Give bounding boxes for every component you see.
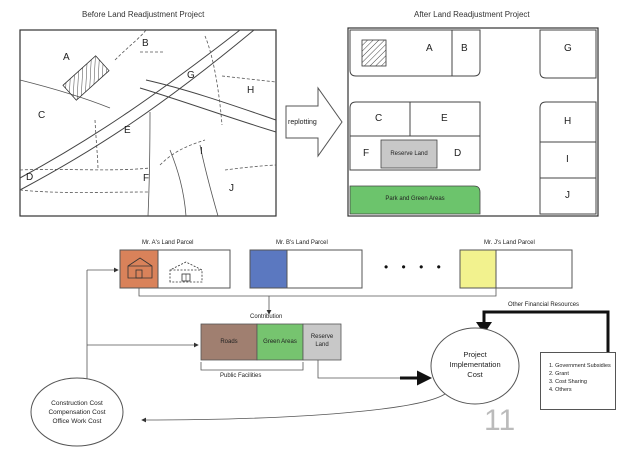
after-label-a: A xyxy=(426,43,433,54)
park-green-areas xyxy=(349,185,481,215)
roads-label: Roads xyxy=(220,339,238,345)
reserve-land-plot xyxy=(380,139,438,169)
financial-resources-list: 1. Government Subsidies 2. Grant 3. Cost… xyxy=(540,352,616,410)
house-icon-dashed xyxy=(169,261,203,283)
before-map xyxy=(19,29,277,217)
construction-cost-ellipse xyxy=(30,377,124,447)
mr-j-parcel-share xyxy=(459,249,497,289)
after-label-b: B xyxy=(461,43,468,54)
reserve-box xyxy=(302,323,342,361)
list-item: 2. Grant xyxy=(549,371,569,377)
contribution-label: Contribution xyxy=(250,314,283,320)
mr-b-parcel-title: Mr. B's Land Parcel xyxy=(276,240,328,246)
mr-j-parcel-title: Mr. J's Land Parcel xyxy=(484,240,535,246)
after-label-d: D xyxy=(454,148,462,159)
house-icon xyxy=(127,257,153,279)
before-label-h: H xyxy=(247,85,255,96)
before-label-f: F xyxy=(143,173,150,184)
construction-costs-label: Construction Cost Compensation Cost Offi… xyxy=(48,400,106,425)
before-label-c: C xyxy=(38,110,46,121)
before-label-g: G xyxy=(187,70,195,81)
parcels-ellipsis: • • • • xyxy=(384,260,446,274)
before-label-a: A xyxy=(63,52,70,63)
after-label-c: C xyxy=(375,113,383,124)
reserve-land-label: Reserve Land xyxy=(390,151,428,157)
park-label: Park and Green Areas xyxy=(385,196,445,202)
list-item: 4. Others xyxy=(549,387,572,393)
green-areas-label: Green Areas xyxy=(263,339,297,345)
after-label-e: E xyxy=(441,113,448,124)
roads-box xyxy=(200,323,258,361)
list-item: 3. Cost Sharing xyxy=(549,379,587,385)
list-item: 1. Government Subsidies xyxy=(549,363,611,369)
before-title: Before Land Readjustment Project xyxy=(82,10,205,19)
replotting-label: replotting xyxy=(288,119,317,126)
after-title: After Land Readjustment Project xyxy=(414,10,530,19)
after-label-i: I xyxy=(566,154,569,165)
page-number: 11 xyxy=(484,404,516,437)
before-label-i: I xyxy=(200,146,203,157)
before-label-b: B xyxy=(142,38,149,49)
public-facilities-label: Public Facilities xyxy=(220,373,262,379)
project-cost-label: Project Implementation Cost xyxy=(449,350,501,379)
mr-b-parcel-share xyxy=(249,249,288,289)
before-label-j: J xyxy=(229,183,234,194)
after-label-j: J xyxy=(565,190,570,201)
mr-a-parcel-title: Mr. A's Land Parcel xyxy=(142,240,194,246)
after-label-f: F xyxy=(363,148,370,159)
after-label-h: H xyxy=(564,116,572,127)
reserve-box-label: Reserve Land xyxy=(310,334,334,348)
after-label-g: G xyxy=(564,43,572,54)
after-map xyxy=(347,27,599,217)
before-label-d: D xyxy=(26,172,34,183)
replotting-arrow xyxy=(285,86,343,158)
before-label-e: E xyxy=(124,125,131,136)
project-cost-ellipse xyxy=(430,327,520,405)
other-financial-label: Other Financial Resources xyxy=(508,302,580,308)
